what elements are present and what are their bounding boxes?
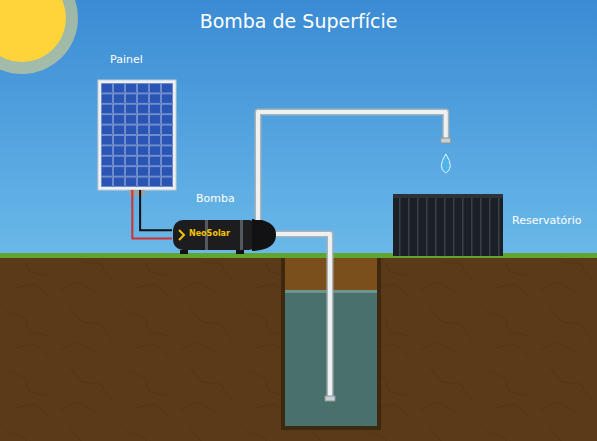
pipe-outlet — [441, 138, 451, 143]
pump-label: Bomba — [196, 192, 235, 205]
water-fall — [445, 175, 446, 194]
reservoir: Reservatório — [393, 194, 503, 256]
solar-panel: Painel — [98, 80, 176, 190]
red-wire — [132, 190, 172, 238]
suction-pipe — [268, 234, 335, 401]
brand-name: NeoSolar — [189, 229, 230, 239]
reservoir-tank — [393, 194, 503, 256]
sun — [0, 0, 78, 74]
ground — [0, 256, 597, 441]
black-wire — [140, 190, 172, 230]
power-wires — [132, 190, 172, 238]
solar-panel — [98, 80, 176, 196]
water-pipe — [258, 112, 451, 220]
pipe-fill — [258, 112, 446, 220]
sky — [0, 0, 597, 256]
pump: BombaNeoSolar — [172, 218, 276, 252]
diagram-title: Bomba de Superfície — [0, 9, 597, 34]
pump-body — [173, 219, 276, 254]
water-drop — [441, 154, 450, 173]
pipe-outline — [258, 112, 446, 220]
reservoir-label: Reservatório — [512, 214, 582, 227]
panel-label: Painel — [110, 53, 143, 66]
grass — [0, 253, 597, 258]
